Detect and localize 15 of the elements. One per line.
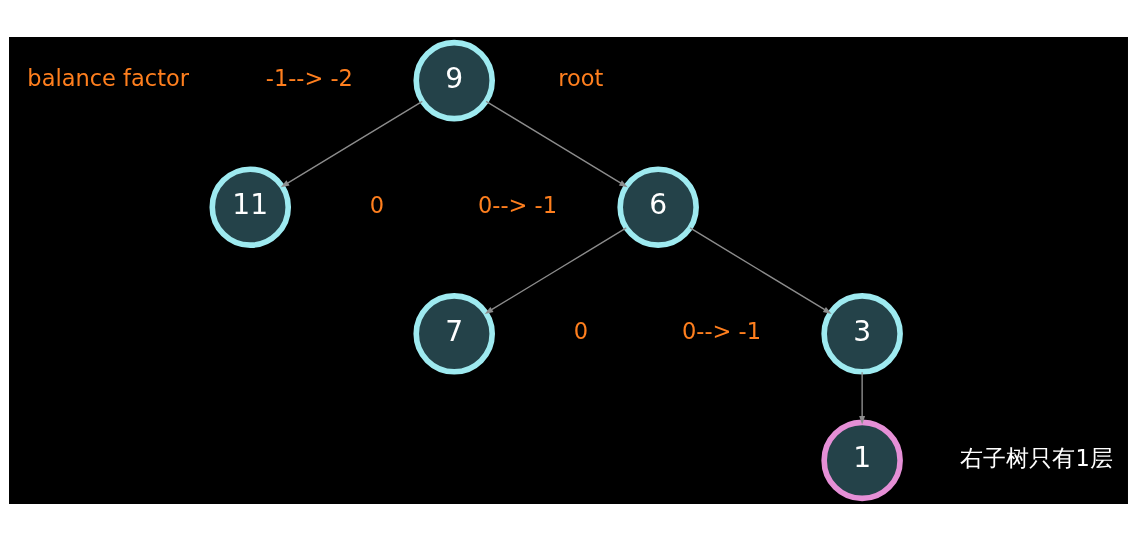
node-label: 0--> -1 bbox=[478, 191, 558, 218]
node-label: root bbox=[558, 64, 604, 91]
arrow bbox=[859, 371, 866, 424]
label: balance factor bbox=[27, 64, 190, 91]
node-label: 0 bbox=[369, 191, 385, 218]
node-circle: 9 bbox=[413, 39, 495, 121]
node-label: 0 bbox=[573, 317, 588, 344]
arrow bbox=[484, 226, 627, 314]
label: 右子树只有1层 bbox=[960, 444, 1113, 471]
node-circle: 1 bbox=[821, 419, 903, 501]
arrow bbox=[485, 100, 628, 187]
node-label: -1--> -2 bbox=[265, 64, 353, 91]
arrow bbox=[280, 100, 424, 187]
node-label: 0--> -1 bbox=[681, 317, 761, 344]
arrow bbox=[689, 226, 832, 314]
